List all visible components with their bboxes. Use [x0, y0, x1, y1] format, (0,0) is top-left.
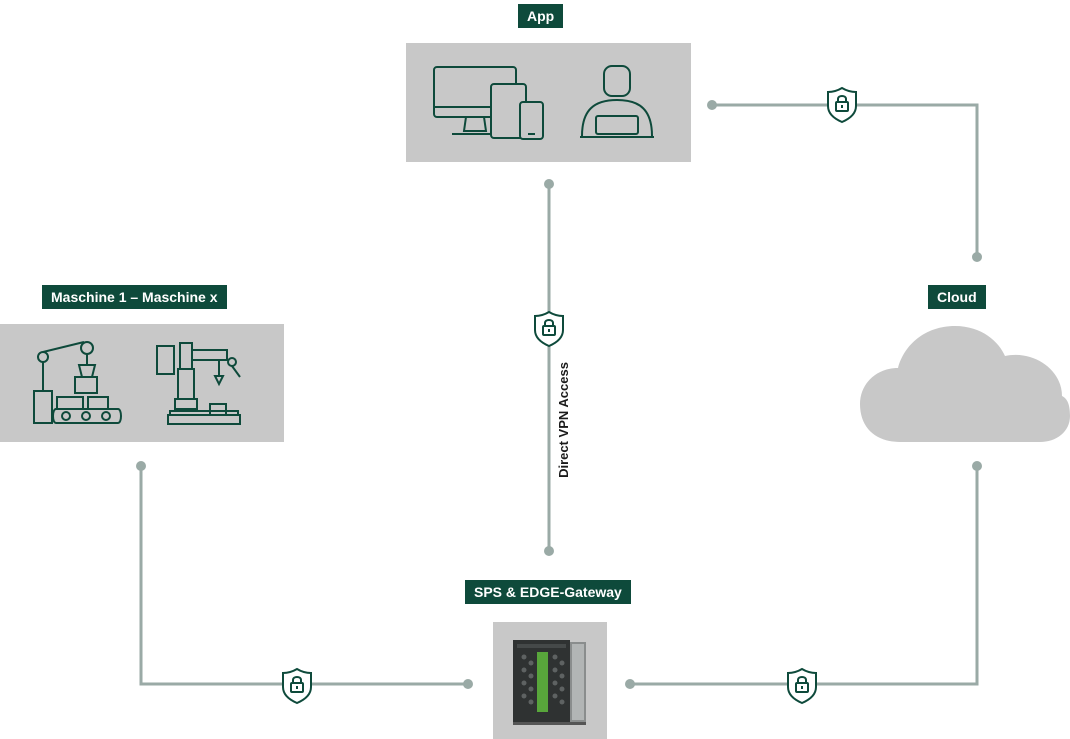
- machines-gateway-line: [139, 466, 468, 686]
- lock-shield-icon: [282, 668, 312, 704]
- connector-dots: [136, 100, 982, 689]
- cloud-gateway-line: [630, 466, 979, 686]
- lock-shield-icon: [787, 668, 817, 704]
- app-cloud-line: [712, 103, 979, 257]
- user-at-laptop-icon: [580, 65, 654, 138]
- machines-label: Maschine 1 – Maschine x: [42, 285, 227, 309]
- phone-icon: [519, 101, 544, 140]
- connector-lines: [139, 103, 979, 686]
- industrial-robot-icon: [156, 342, 241, 425]
- lock-shield-icon: [827, 87, 857, 123]
- app-panel: [406, 43, 691, 162]
- cloud-label: Cloud: [928, 285, 986, 309]
- robot-arm-icon: [33, 341, 122, 424]
- cloud-icon: [860, 326, 1070, 442]
- app-label: App: [518, 4, 564, 28]
- gateway-label: SPS & EDGE-Gateway: [465, 580, 631, 604]
- direct-vpn-label: Direct VPN Access: [556, 362, 571, 478]
- gateway-device-image: [513, 640, 586, 725]
- lock-shield-icon: [534, 311, 564, 347]
